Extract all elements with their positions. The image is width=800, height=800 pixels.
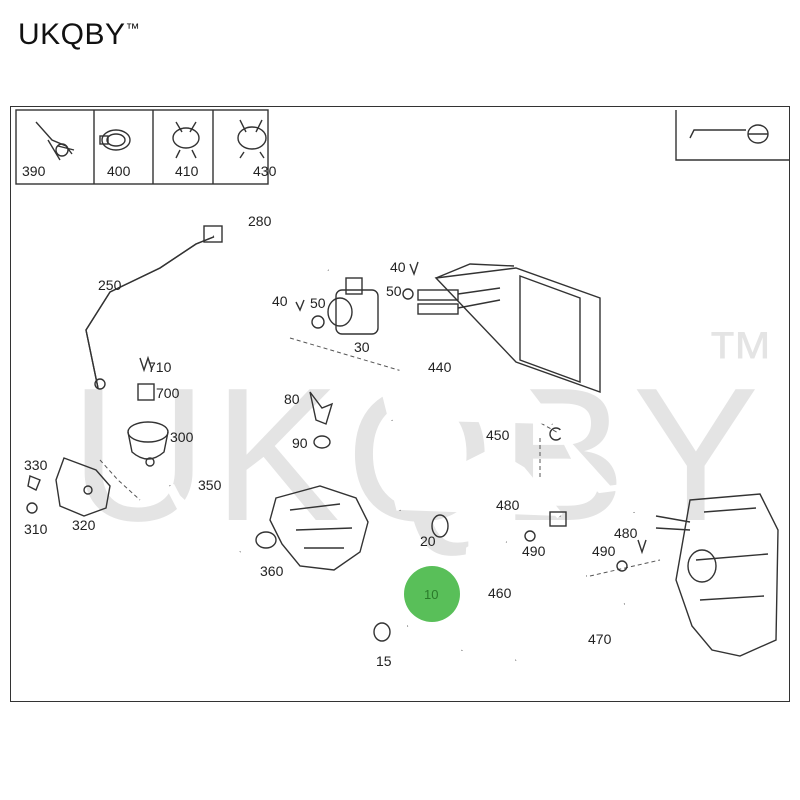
highlight-marker[interactable] bbox=[404, 566, 460, 622]
clamp-15 bbox=[373, 622, 391, 642]
callout-50-top: 50 bbox=[386, 283, 402, 299]
seal-490-left bbox=[524, 530, 536, 542]
callout-15: 15 bbox=[376, 653, 392, 669]
callout-280: 280 bbox=[248, 213, 272, 229]
bolt-310 bbox=[26, 502, 38, 514]
connector-700 bbox=[137, 383, 155, 401]
brand-name: UKQBY bbox=[18, 18, 126, 51]
seal-20 bbox=[431, 514, 449, 538]
callout-490-right: 490 bbox=[592, 543, 616, 559]
ground-symbol-box bbox=[675, 110, 790, 161]
callout-40-top: 40 bbox=[390, 259, 406, 275]
spring-clamp-icon bbox=[237, 119, 267, 159]
brand-trademark: ™ bbox=[125, 20, 141, 36]
callout-310: 310 bbox=[24, 521, 48, 537]
callout-450: 450 bbox=[486, 427, 510, 443]
callout-80: 80 bbox=[284, 391, 300, 407]
nut-330 bbox=[27, 475, 41, 491]
callout-90: 90 bbox=[292, 435, 308, 451]
bracket-80 bbox=[309, 391, 334, 425]
bracket-320 bbox=[55, 457, 111, 517]
brand-logo: UKQBY™ bbox=[18, 18, 140, 52]
spring-clamp-icon bbox=[172, 121, 200, 159]
highlight-label: 10 bbox=[424, 587, 438, 602]
callout-250: 250 bbox=[98, 277, 122, 293]
sensor-clip-icon bbox=[35, 121, 75, 161]
callout-480-left: 480 bbox=[496, 497, 520, 513]
hose-280 bbox=[213, 231, 329, 271]
hose-clamp-icon bbox=[99, 129, 131, 151]
heater-core bbox=[417, 263, 601, 393]
callout-480-right: 480 bbox=[614, 525, 638, 541]
callout-40-left: 40 bbox=[272, 293, 288, 309]
callout-320: 320 bbox=[72, 517, 96, 533]
callout-30: 30 bbox=[354, 339, 370, 355]
engine-part-360 bbox=[255, 485, 369, 571]
auxiliary-water-pump bbox=[327, 277, 379, 335]
diagram-frame bbox=[10, 106, 790, 702]
legend-row: 390 400 410 430 bbox=[15, 109, 277, 185]
callout-20: 20 bbox=[420, 533, 436, 549]
callout-350: 350 bbox=[198, 477, 222, 493]
legend-label-400: 400 bbox=[107, 163, 131, 179]
seal-490-right bbox=[616, 560, 628, 572]
legend-label-390: 390 bbox=[22, 163, 46, 179]
callout-700: 700 bbox=[156, 385, 180, 401]
callout-470: 470 bbox=[588, 631, 612, 647]
legend-label-430: 430 bbox=[253, 163, 277, 179]
expansion-tank bbox=[655, 493, 779, 657]
callout-330: 330 bbox=[24, 457, 48, 473]
callout-490-left: 490 bbox=[522, 543, 546, 559]
callout-440: 440 bbox=[428, 359, 452, 375]
legend-label-410: 410 bbox=[175, 163, 199, 179]
callout-710: 710 bbox=[148, 359, 172, 375]
valve-300 bbox=[127, 421, 169, 467]
callout-50-left: 50 bbox=[310, 295, 326, 311]
callout-460: 460 bbox=[488, 585, 512, 601]
callout-360: 360 bbox=[260, 563, 284, 579]
watermark-trademark: ™ bbox=[705, 317, 775, 395]
clip-710 bbox=[139, 355, 153, 373]
callout-300: 300 bbox=[170, 429, 194, 445]
